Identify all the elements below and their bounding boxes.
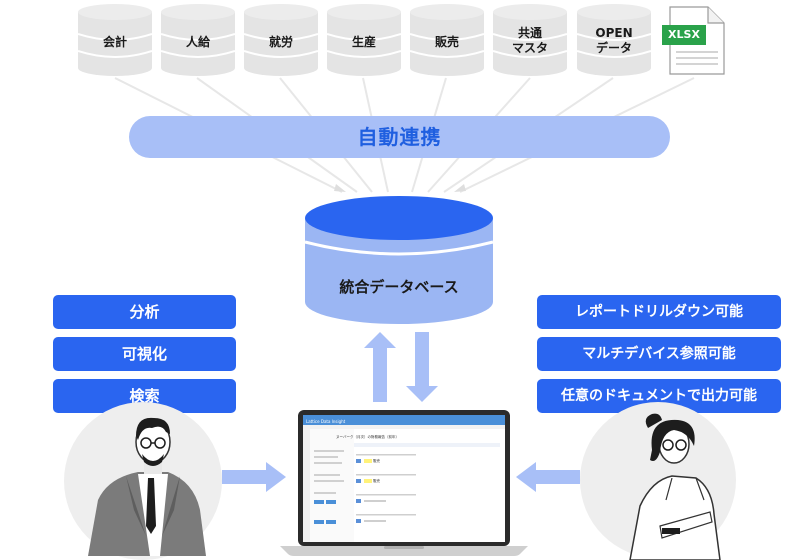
source-db-kaikei: 会計 [78, 4, 152, 76]
source-db-seisan: 生産 [327, 4, 401, 76]
auto-sync-banner: 自動連携 [129, 116, 670, 158]
database-icon [410, 4, 484, 76]
up-arrow [364, 332, 396, 402]
database-icon [493, 4, 567, 76]
source-db-label: 販売 [434, 35, 459, 49]
database-icon [78, 4, 152, 76]
laptop-breadcrumb: ヌーバーク（月次）の財務報告（前年） [336, 435, 399, 439]
database-icon [577, 4, 651, 76]
source-db-label: OPEN データ [595, 26, 633, 55]
right-arrow [222, 462, 286, 492]
laptop-tag: 販売 [373, 459, 380, 463]
database-icon [327, 4, 401, 76]
database-icon [244, 4, 318, 76]
down-arrow [406, 332, 438, 402]
source-db-label: 生産 [351, 35, 376, 49]
database-icon [304, 196, 494, 324]
xlsx-file-icon: XLSX [660, 6, 726, 76]
feature-analysis: 分析 [53, 295, 236, 329]
source-db-opendata: OPEN データ [577, 4, 651, 76]
man-illustration [88, 417, 206, 556]
integrated-database: 統合データベース [304, 194, 494, 326]
source-db-label: 就労 [268, 35, 293, 49]
laptop-icon [280, 410, 528, 556]
source-db-jinkyu: 人給 [161, 4, 235, 76]
source-db-label: 会計 [102, 35, 127, 49]
feature-multi-device: マルチデバイス参照可能 [537, 337, 781, 371]
sync-arrows [364, 332, 438, 402]
laptop-tag: 販売 [373, 479, 380, 483]
xlsx-badge: XLSX [662, 25, 706, 45]
feature-visualization: 可視化 [53, 337, 236, 371]
source-db-master: 共通 マスタ [493, 4, 567, 76]
woman-illustration [629, 413, 721, 560]
laptop-screen: Lattice Data Insight ヌーバーク（月次）の財務報告（前年） … [280, 410, 528, 556]
feature-report-drilldown: レポートドリルダウン可能 [537, 295, 781, 329]
source-db-label: 人給 [185, 35, 210, 49]
laptop-app-brand: Lattice Data Insight [306, 419, 346, 424]
database-icon [161, 4, 235, 76]
source-db-hanbai: 販売 [410, 4, 484, 76]
source-db-shuro: 就労 [244, 4, 318, 76]
left-arrow [516, 462, 580, 492]
source-db-label: 共通 マスタ [511, 26, 548, 55]
integrated-database-label: 統合データベース [339, 278, 459, 296]
